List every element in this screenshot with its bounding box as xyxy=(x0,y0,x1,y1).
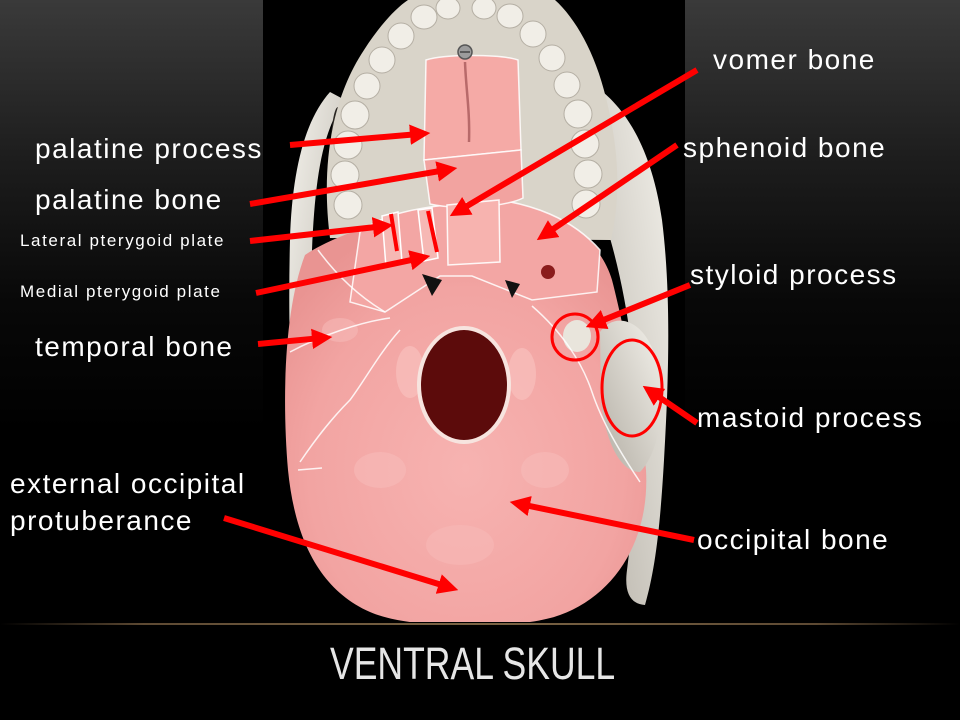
annotations xyxy=(223,67,699,594)
label-line-1: external occipital xyxy=(10,468,246,499)
suture-line xyxy=(297,467,323,471)
bone-texture xyxy=(354,452,406,488)
tooth xyxy=(410,4,438,30)
arrow-external-occipital-protuberance xyxy=(223,515,459,594)
suture-line xyxy=(299,329,401,463)
label-medial-pterygoid-plate: Medial pterygoid plate xyxy=(20,282,222,301)
medial-pterygoid-plate xyxy=(417,207,439,262)
tooth xyxy=(368,46,396,74)
label-palatine-process: palatine process xyxy=(35,133,263,164)
label-palatine-bone: palatine bone xyxy=(35,184,223,215)
styloid-highlight-circle xyxy=(550,312,600,362)
label-temporal-bone: temporal bone xyxy=(35,331,234,362)
label-mastoid-process: mastoid process xyxy=(697,402,924,433)
arrow-medial-pterygoid-plate xyxy=(255,250,431,296)
medial-pterygoid-marker xyxy=(426,210,439,253)
tooth xyxy=(333,130,363,160)
tooth xyxy=(519,20,547,48)
tooth xyxy=(538,44,566,72)
bone-texture xyxy=(426,525,494,565)
arrow-temporal-bone xyxy=(257,328,333,350)
mastoid-highlight-ellipse xyxy=(600,338,664,438)
palate-midline xyxy=(463,61,471,143)
tooth xyxy=(563,99,593,129)
vomer-region xyxy=(446,199,501,266)
suture-line xyxy=(289,317,391,353)
arrow-styloid-process xyxy=(585,282,692,329)
arrow-vomer-bone xyxy=(449,67,699,217)
styloid-bone xyxy=(563,320,591,352)
foramen-magnum xyxy=(417,326,511,444)
palatine-process-region xyxy=(423,54,522,161)
label-sphenoid-bone: sphenoid bone xyxy=(683,132,887,163)
tooth xyxy=(387,22,415,50)
slide-title: VENTRAL SKULL xyxy=(330,638,616,689)
foramen-ovale xyxy=(541,265,555,279)
suture-line xyxy=(317,249,386,313)
right-foramen xyxy=(505,280,520,298)
arrow-occipital-bone xyxy=(509,496,695,543)
tooth xyxy=(340,100,370,130)
arrow-sphenoid-bone xyxy=(536,142,679,241)
tooth xyxy=(496,3,524,29)
label-styloid-process: styloid process xyxy=(690,259,898,290)
tooth xyxy=(471,0,497,20)
arrow-lateral-pterygoid-plate xyxy=(249,217,394,244)
lateral-pterygoid-marker xyxy=(389,213,399,252)
tooth xyxy=(333,190,363,220)
title-divider xyxy=(0,623,960,625)
tooth xyxy=(573,159,603,189)
arrow-palatine-bone xyxy=(249,161,458,207)
label-vomer-bone: vomer bone xyxy=(713,44,876,75)
label-lateral-pterygoid-plate: Lateral pterygoid plate xyxy=(20,231,226,250)
tooth xyxy=(353,72,381,100)
upper-teeth xyxy=(330,0,603,220)
label-line-2: protuberance xyxy=(10,505,194,536)
suture-line xyxy=(531,305,641,483)
label-occipital-bone: occipital bone xyxy=(697,524,890,555)
skull-illustration xyxy=(285,0,669,622)
right-occipital-condyle xyxy=(508,348,536,400)
mastoid-bone xyxy=(600,320,661,472)
left-foramen xyxy=(422,274,442,296)
tooth xyxy=(553,71,581,99)
tooth xyxy=(435,0,461,20)
label-external-occipital-protuberance: external occipital protuberance xyxy=(10,465,246,539)
bone-texture xyxy=(521,452,569,488)
arrow-palatine-process xyxy=(289,124,431,148)
